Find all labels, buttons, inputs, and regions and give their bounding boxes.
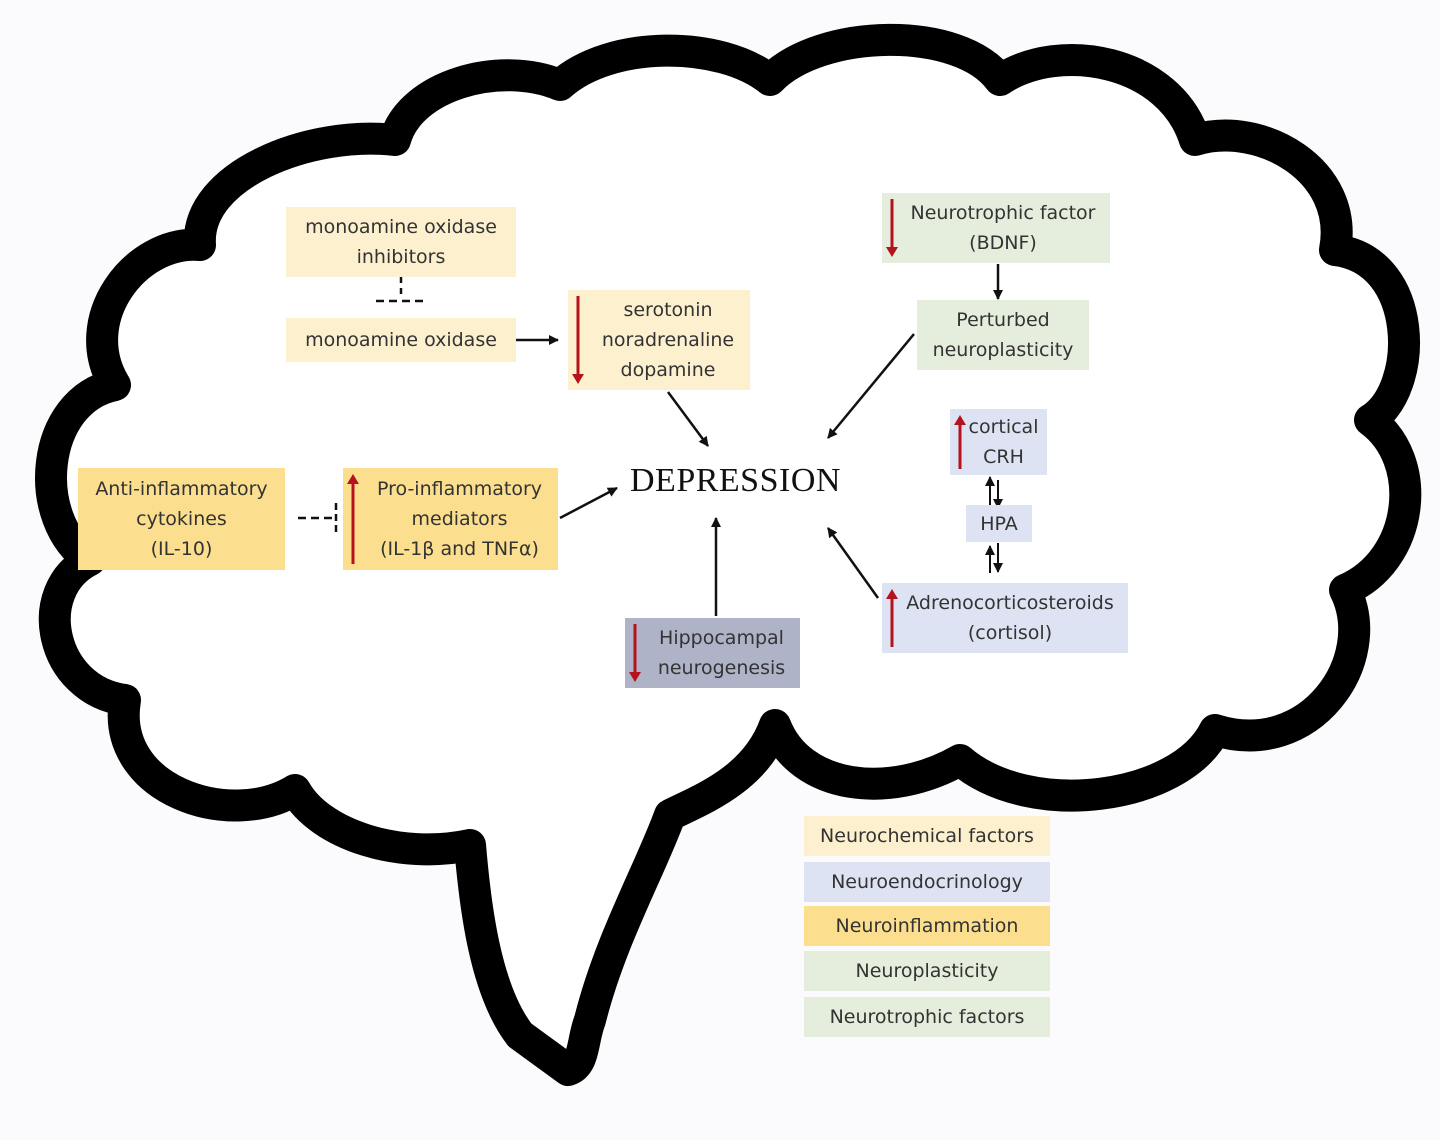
- hippocampal-line: neurogenesis: [657, 657, 786, 679]
- monoamines-line: serotonin: [623, 299, 713, 321]
- legend-item-neuroinflammation: Neuroinflammation: [804, 906, 1050, 946]
- pro-inflammatory-line: (IL-1β and TNFα): [380, 538, 539, 560]
- legend-item-neurochemical: Neurochemical factors: [804, 816, 1050, 856]
- monoamines-line: dopamine: [620, 359, 716, 381]
- decrease-arrow-icon: [886, 199, 898, 257]
- neuroplasticity-line: Perturbed: [956, 309, 1050, 331]
- arrow-neuroplasticity-to-depression: [827, 333, 915, 439]
- monoamine-oxidase-inhibitors-box: monoamine oxidase inhibitors: [286, 207, 516, 277]
- neuroplasticity-line: neuroplasticity: [932, 339, 1074, 361]
- legend-item-neuroplasticity: Neuroplasticity: [804, 951, 1050, 991]
- crh-line: cortical: [968, 416, 1039, 438]
- pro-inflammatory-line: Pro-inflammatory: [376, 478, 543, 500]
- decrease-arrow-icon: [572, 296, 584, 384]
- increase-arrow-icon: [954, 415, 966, 469]
- cortisol-line: Adrenocorticosteroids: [906, 592, 1114, 614]
- arrow-cortisol-to-depression: [826, 527, 880, 599]
- mao-inhibitors-line: monoamine oxidase: [305, 216, 497, 238]
- hpa-line: HPA: [980, 512, 1018, 535]
- anti-inflammatory-line: (IL-10): [150, 538, 213, 560]
- brain-outline: [35, 23, 1422, 1086]
- hpa-box: HPA: [966, 505, 1032, 542]
- hippocampal-line: Hippocampal: [659, 627, 784, 649]
- perturbed-neuroplasticity-box: Perturbed neuroplasticity: [917, 300, 1089, 370]
- increase-arrow-icon: [347, 474, 359, 564]
- anti-inflammatory-cytokines-box: Anti-inflammatory cytokines (IL-10): [78, 468, 285, 570]
- crh-line: CRH: [983, 446, 1024, 468]
- anti-inflammatory-line: cytokines: [136, 508, 227, 530]
- bdnf-line: Neurotrophic factor: [910, 202, 1096, 224]
- neurotrophic-factor-bdnf-box: Neurotrophic factor (BDNF): [882, 193, 1110, 263]
- increase-arrow-icon: [886, 589, 898, 647]
- mao-inhibitors-line: inhibitors: [356, 246, 446, 268]
- legend-item-neurotrophic: Neurotrophic factors: [804, 997, 1050, 1037]
- legend-item-neuroendocrinology: Neuroendocrinology: [804, 862, 1050, 902]
- mao-line: monoamine oxidase: [305, 329, 497, 351]
- pro-inflammatory-line: mediators: [411, 508, 508, 530]
- decrease-arrow-icon: [629, 624, 641, 682]
- monoamines-box: serotonin noradrenaline dopamine: [568, 290, 750, 390]
- monoamine-oxidase-box: monoamine oxidase: [286, 318, 516, 362]
- arrow-proinflammatory-to-depression: [559, 486, 618, 520]
- cortisol-line: (cortisol): [967, 622, 1053, 644]
- pro-inflammatory-mediators-box: Pro-inflammatory mediators (IL-1β and TNFα…: [343, 468, 558, 570]
- depression-label: DEPRESSION: [630, 462, 841, 499]
- adrenocorticosteroids-cortisol-box: Adrenocorticosteroids (cortisol): [882, 583, 1128, 653]
- arrow-monoamines-to-depression: [666, 391, 710, 447]
- anti-inflammatory-line: Anti-inflammatory: [95, 478, 268, 500]
- monoamines-line: noradrenaline: [601, 329, 735, 351]
- hippocampal-neurogenesis-box: Hippocampal neurogenesis: [625, 618, 800, 688]
- bdnf-line: (BDNF): [969, 232, 1037, 254]
